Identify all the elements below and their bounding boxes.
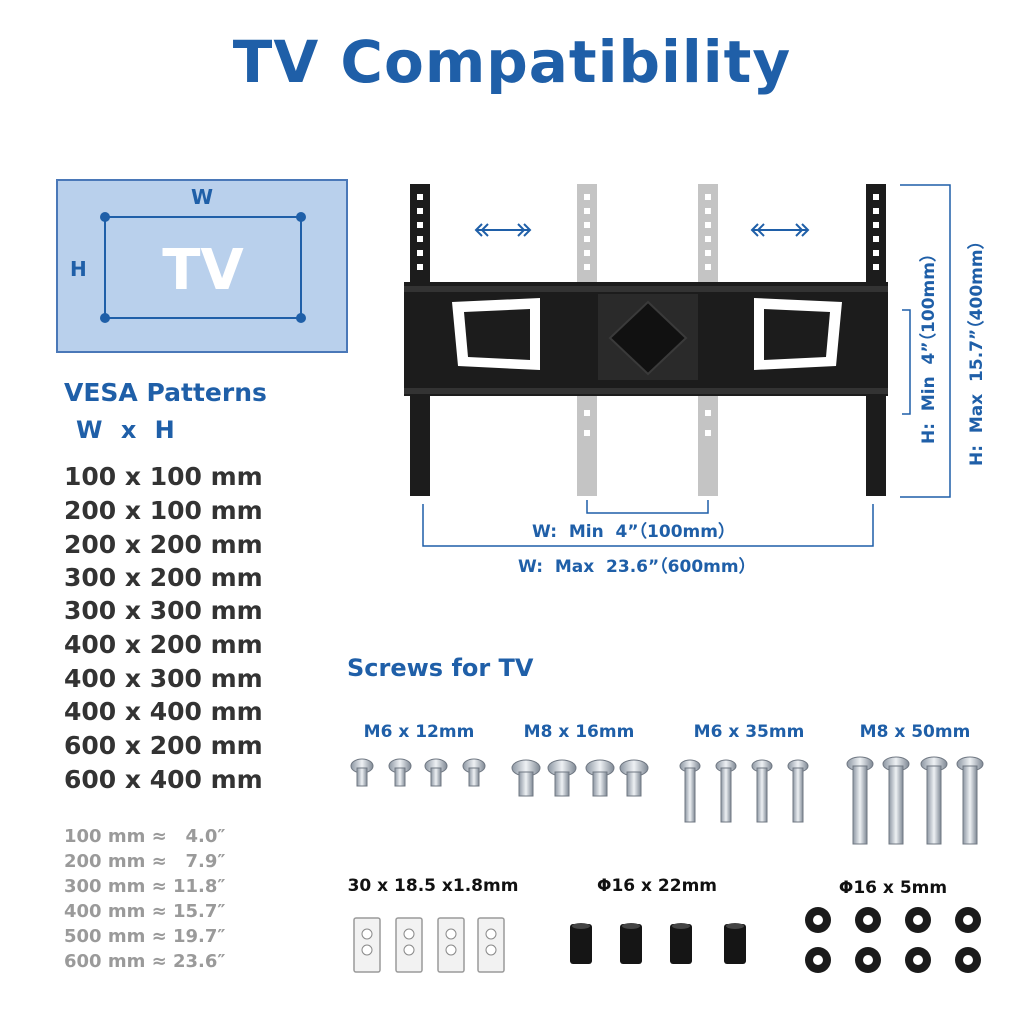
mm-inch-conversion: 400 mm ≈ 15.7″ xyxy=(64,901,226,922)
screws-title: Screws for TV xyxy=(347,654,534,682)
page-title: TV Compatibility xyxy=(232,28,792,96)
hole-dot xyxy=(100,212,110,222)
vesa-pattern: 200 x 200 mm xyxy=(64,530,263,559)
accessory-label: Φ16 x 22mm xyxy=(597,876,717,896)
screw-label: M8 x 50mm xyxy=(859,722,971,742)
spacer-plate-icon xyxy=(353,917,505,973)
mm-inch-conversion: 500 mm ≈ 19.7″ xyxy=(64,926,226,947)
vesa-pattern: 100 x 100 mm xyxy=(64,462,263,491)
height-min-label: H: Min 4”（100mm） xyxy=(919,245,939,444)
mount-bracket-illustration xyxy=(404,184,951,547)
screw-m8x50-icon xyxy=(846,756,984,845)
vesa-w-x-h: W x H xyxy=(76,416,175,444)
vesa-pattern: 600 x 400 mm xyxy=(64,765,263,794)
screw-m6x12-icon xyxy=(350,758,486,787)
slide-arrow-icon xyxy=(474,223,810,237)
washer-icon xyxy=(805,907,981,973)
screw-m6x35-icon xyxy=(679,759,809,823)
screw-label: M6 x 12mm xyxy=(363,722,475,742)
tv-height-label: H xyxy=(70,257,87,281)
hole-dot xyxy=(296,212,306,222)
tv-width-label: W xyxy=(190,185,214,209)
hole-dot xyxy=(296,313,306,323)
vesa-hole-frame: TV xyxy=(100,212,306,323)
vesa-pattern: 200 x 100 mm xyxy=(64,496,263,525)
height-max-label: H: Max 15.7”（400mm） xyxy=(967,232,987,466)
mm-inch-conversion: 100 mm ≈ 4.0″ xyxy=(64,826,226,847)
dimension-lines xyxy=(422,184,951,547)
vesa-pattern: 300 x 200 mm xyxy=(64,563,263,592)
mm-inch-conversion: 200 mm ≈ 7.9″ xyxy=(64,851,226,872)
vesa-pattern: 600 x 200 mm xyxy=(64,731,263,760)
spacer-cylinder-icon xyxy=(570,924,746,964)
mm-inch-conversion: 300 mm ≈ 11.8″ xyxy=(64,876,226,897)
mm-inch-conversion: 600 mm ≈ 23.6″ xyxy=(64,951,226,972)
vesa-title: VESA Patterns xyxy=(64,378,267,407)
vesa-pattern: 400 x 400 mm xyxy=(64,697,263,726)
accessory-label: 30 x 18.5 x1.8mm xyxy=(347,876,519,896)
screws-illustration xyxy=(350,756,984,845)
tv-label: TV xyxy=(162,238,244,303)
accessories-illustration xyxy=(353,907,981,973)
screw-label: M6 x 35mm xyxy=(693,722,805,742)
accessory-label: Φ16 x 5mm xyxy=(838,878,948,898)
vesa-pattern: 400 x 300 mm xyxy=(64,664,263,693)
tv-diagram: W H TV xyxy=(56,179,348,353)
vesa-pattern: 300 x 300 mm xyxy=(64,596,263,625)
screw-label: M8 x 16mm xyxy=(523,722,635,742)
hole-dot xyxy=(100,313,110,323)
width-min-label: W: Min 4”（100mm） xyxy=(532,522,735,542)
vesa-pattern: 400 x 200 mm xyxy=(64,630,263,659)
screw-m8x16-icon xyxy=(511,759,649,797)
width-max-label: W: Max 23.6”（600mm） xyxy=(518,557,756,577)
